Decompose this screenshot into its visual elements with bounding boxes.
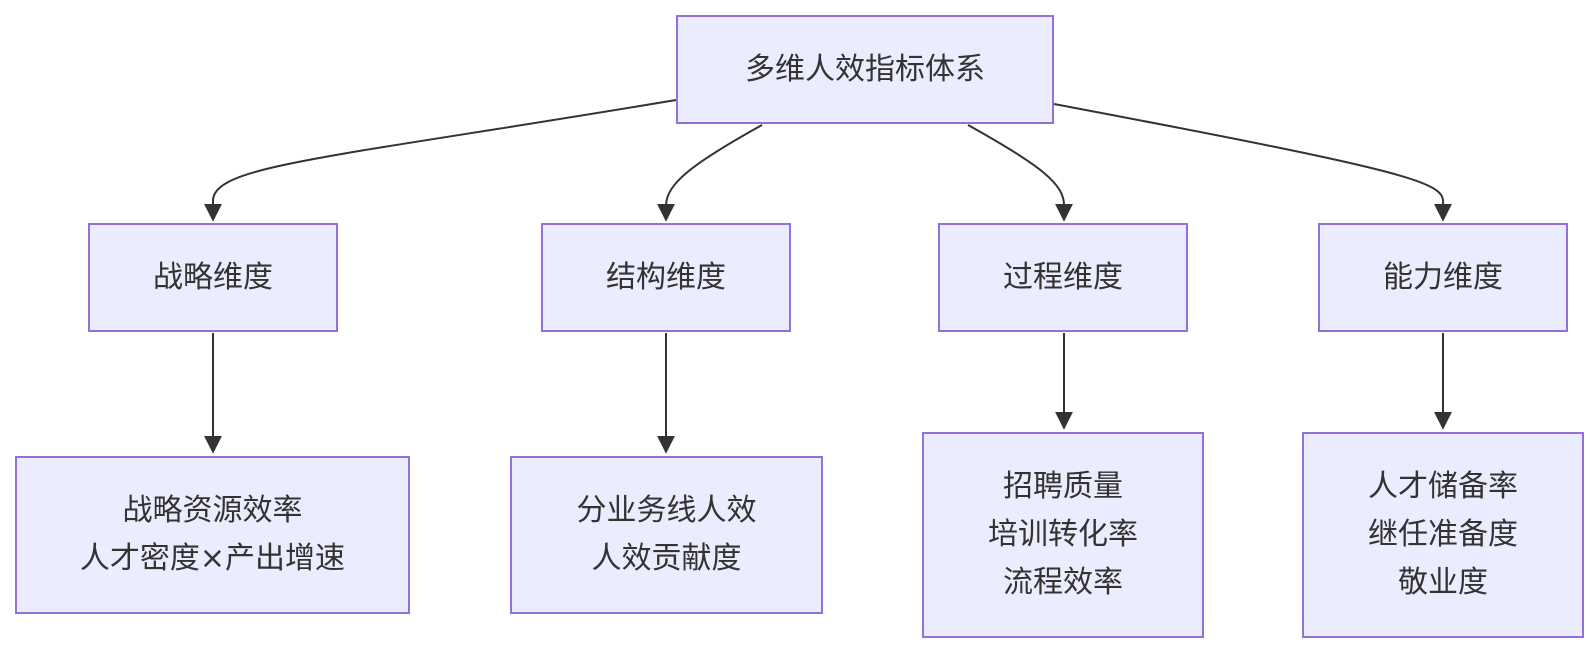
- process-metrics-node: 招聘质量 培训转化率 流程效率: [922, 432, 1204, 638]
- strategy-dimension-node: 战略维度: [88, 223, 338, 332]
- capability-metric: 敬业度: [1398, 565, 1488, 600]
- capability-dimension-label: 能力维度: [1383, 259, 1503, 295]
- structure-metrics-node: 分业务线人效 人效贡献度: [510, 456, 823, 614]
- capability-metric: 继任准备度: [1368, 517, 1518, 552]
- strategy-metric: 战略资源效率: [122, 493, 303, 528]
- structure-metric: 人效贡献度: [591, 541, 742, 576]
- process-dimension-node: 过程维度: [938, 223, 1188, 332]
- process-metric: 培训转化率: [988, 517, 1138, 552]
- capability-metrics-node: 人才储备率 继任准备度 敬业度: [1302, 432, 1584, 638]
- strategy-dimension-label: 战略维度: [153, 259, 273, 295]
- process-metric: 招聘质量: [1003, 469, 1123, 504]
- strategy-metric: 人才密度×产出增速: [79, 541, 346, 576]
- strategy-metrics-node: 战略资源效率 人才密度×产出增速: [15, 456, 410, 614]
- structure-dimension-label: 结构维度: [606, 259, 726, 295]
- capability-dimension-node: 能力维度: [1318, 223, 1568, 332]
- root-node-label: 多维人效指标体系: [745, 51, 985, 87]
- edge-root-to-capability: [1053, 103, 1452, 222]
- edge-root-to-process: [967, 124, 1073, 222]
- capability-metric: 人才储备率: [1368, 469, 1518, 504]
- root-node: 多维人效指标体系: [676, 15, 1054, 124]
- edge-root-to-structure: [657, 124, 763, 222]
- process-dimension-label: 过程维度: [1003, 259, 1123, 295]
- structure-dimension-node: 结构维度: [541, 223, 791, 332]
- edge-root-to-strategy: [204, 99, 677, 222]
- process-metric: 流程效率: [1003, 565, 1123, 600]
- structure-metric: 分业务线人效: [576, 493, 757, 528]
